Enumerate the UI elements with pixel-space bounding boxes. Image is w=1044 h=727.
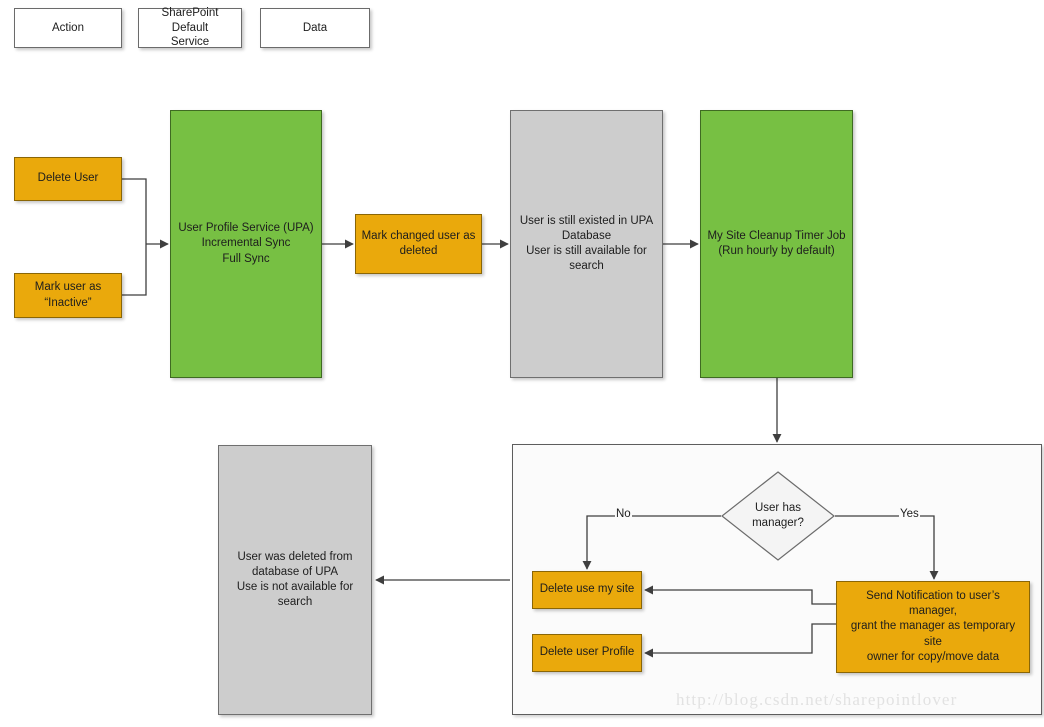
node-mark-changed-user-as-deleted[interactable]: Mark changed user as deleted bbox=[355, 214, 482, 274]
watermark-url: http://blog.csdn.net/sharepointlover bbox=[676, 690, 958, 709]
legend-item-label: SharePoint Default Service bbox=[161, 6, 219, 49]
legend-item-action: Action bbox=[14, 8, 122, 48]
node-user-profile-service[interactable]: User Profile Service (UPA) Incremental S… bbox=[170, 110, 322, 378]
legend-item-data: Data bbox=[260, 8, 370, 48]
legend-item-sharepoint-default-service: SharePoint Default Service bbox=[138, 6, 242, 49]
node-label: Delete user Profile bbox=[539, 646, 635, 659]
node-delete-user[interactable]: Delete User bbox=[14, 157, 122, 201]
node-label: Mark user as “Inactive” bbox=[34, 281, 102, 309]
node-label: User is still existed in UPA Database Us… bbox=[519, 214, 654, 273]
node-label: User was deleted from database of UPA Us… bbox=[236, 550, 354, 609]
node-user-still-exists-in-upa[interactable]: User is still existed in UPA Database Us… bbox=[510, 110, 663, 378]
node-label: Delete User bbox=[37, 172, 99, 185]
node-label: Delete use my site bbox=[539, 583, 635, 596]
node-decision-user-has-manager[interactable]: User has manager? bbox=[721, 471, 835, 561]
legend-item-label: Action bbox=[52, 21, 84, 34]
node-label: Send Notification to user’s manager, gra… bbox=[850, 590, 1016, 663]
node-label: Mark changed user as deleted bbox=[361, 229, 476, 257]
edge-label-no: No bbox=[615, 508, 632, 521]
node-send-notification-to-manager[interactable]: Send Notification to user’s manager, gra… bbox=[836, 581, 1030, 673]
edge-delete-user-to-upa bbox=[122, 178, 147, 244]
legend-item-label: Data bbox=[302, 21, 328, 34]
node-label: My Site Cleanup Timer Job (Run hourly by… bbox=[707, 229, 846, 257]
node-mark-user-inactive[interactable]: Mark user as “Inactive” bbox=[14, 273, 122, 318]
node-user-was-deleted-from-upa[interactable]: User was deleted from database of UPA Us… bbox=[218, 445, 372, 715]
diamond-shape bbox=[721, 471, 835, 561]
node-my-site-cleanup-timer-job[interactable]: My Site Cleanup Timer Job (Run hourly by… bbox=[700, 110, 853, 378]
node-label: User Profile Service (UPA) Incremental S… bbox=[178, 222, 314, 265]
node-delete-user-profile[interactable]: Delete user Profile bbox=[532, 634, 642, 672]
edge-mark-inactive-to-upa bbox=[122, 244, 147, 296]
edge-label-yes: Yes bbox=[899, 508, 920, 521]
node-delete-use-my-site[interactable]: Delete use my site bbox=[532, 571, 642, 609]
